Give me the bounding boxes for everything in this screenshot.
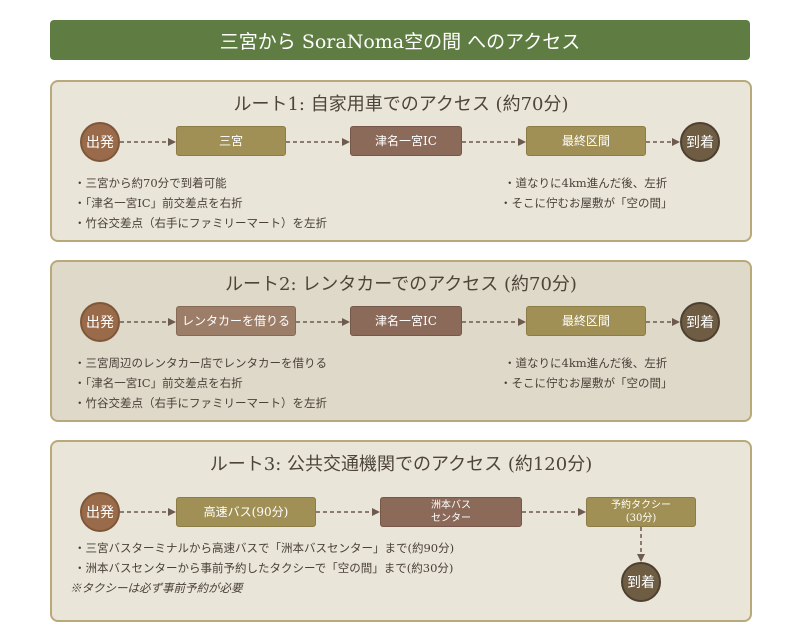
route2-title: ルート2: レンタカーでのアクセス (約70分) <box>225 274 577 295</box>
route2-step-final: 最終区間 <box>526 306 646 336</box>
route1-end-node: 到着 <box>680 122 720 162</box>
route2-note-left-3: ・竹谷交差点（右手にファミリーマート）を左折 <box>74 396 327 410</box>
route2-end-node: 到着 <box>680 302 720 342</box>
route1-step-tsuna-ic: 津名一宮IC <box>350 126 462 156</box>
route2-note-right-2: ・そこに佇むお屋敷が「空の間」 <box>500 376 673 390</box>
route3-step-reserved-taxi: 予約タクシー (30分) <box>586 497 696 527</box>
route3-step-sumoto-bus-center: 洲本バス センター <box>380 497 522 527</box>
route3-note-3: ※タクシーは必ず事前予約が必要 <box>70 581 243 595</box>
route3-arrows <box>120 508 645 562</box>
route1-note-left-2: ・「津名一宮IC」前交差点を右折 <box>74 196 243 210</box>
route3-note-1: ・三宮バスターミナルから高速バスで「洲本バスセンター」まで(約90分) <box>74 541 455 555</box>
route1-note-right-2: ・そこに佇むお屋敷が「空の間」 <box>500 196 673 210</box>
route2-note-left-1: ・三宮周辺のレンタカー店でレンタカーを借りる <box>74 356 327 370</box>
route2-arrows <box>120 318 680 326</box>
page-banner: 三宮から SoraNoma空の間 へのアクセス <box>50 20 750 60</box>
banner-title: 三宮から SoraNoma空の間 へのアクセス <box>219 30 581 53</box>
route1-panel: ルート1: 自家用車でのアクセス (約70分) 出発 三宮 津名一宮IC 最終区… <box>50 80 752 242</box>
route3-note-2: ・洲本バスセンターから事前予約したタクシーで「空の間」まで(約30分) <box>74 561 454 575</box>
route3-start-node: 出発 <box>80 492 120 532</box>
route3-step-sumoto-line2: センター <box>431 513 471 524</box>
route2-note-left-2: ・「津名一宮IC」前交差点を右折 <box>74 376 243 390</box>
route3-step-taxi-line1: 予約タクシー <box>611 500 671 511</box>
route2-note-right-1: ・道なりに4km進んだ後、左折 <box>504 356 668 370</box>
route1-title: ルート1: 自家用車でのアクセス (約70分) <box>233 94 569 115</box>
route1-step-sannomiya: 三宮 <box>176 126 286 156</box>
route2-start-node: 出発 <box>80 302 120 342</box>
route3-panel: ルート3: 公共交通機関でのアクセス (約120分) 出発 高速バス(90分) … <box>50 440 752 622</box>
route3-step-taxi-line2: (30分) <box>625 513 657 524</box>
route1-arrows <box>120 138 680 146</box>
route1-start-node: 出発 <box>80 122 120 162</box>
route2-panel: ルート2: レンタカーでのアクセス (約70分) 出発 レンタカーを借りる 津名… <box>50 260 752 422</box>
route3-end-node: 到着 <box>621 562 661 602</box>
route3-title: ルート3: 公共交通機関でのアクセス (約120分) <box>209 454 593 475</box>
route1-note-left-1: ・三宮から約70分で到着可能 <box>74 176 227 190</box>
route2-step-tsuna-ic: 津名一宮IC <box>350 306 462 336</box>
route2-step-rental: レンタカーを借りる <box>176 306 296 336</box>
route3-step-highway-bus: 高速バス(90分) <box>176 497 316 527</box>
route1-note-right-1: ・道なりに4km進んだ後、左折 <box>504 176 668 190</box>
route1-step-final: 最終区間 <box>526 126 646 156</box>
route1-note-left-3: ・竹谷交差点（右手にファミリーマート）を左折 <box>74 216 327 230</box>
route3-step-sumoto-line1: 洲本バス <box>431 500 471 511</box>
